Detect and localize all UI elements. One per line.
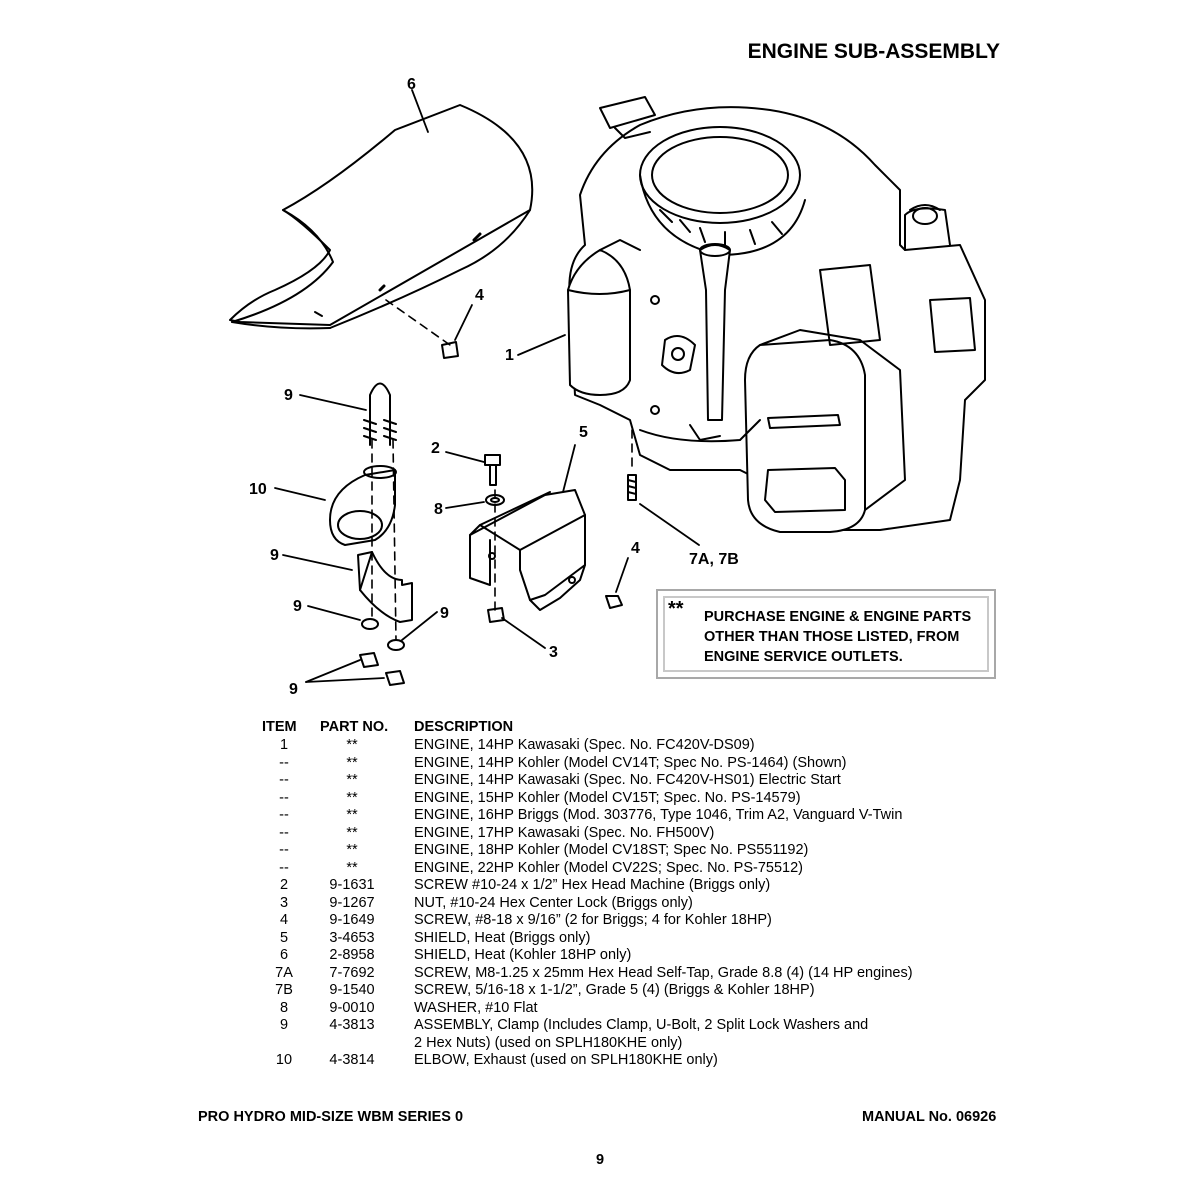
callout-5: 5 [579,424,588,441]
assembly-lines [371,299,633,641]
note-line: ENGINE SERVICE OUTLETS. [704,649,903,665]
part-no-cell: ** [346,842,358,858]
part-no-cell: ** [346,754,358,771]
callout-labels: 6 4 1 9 2 5 10 8 9 4 7A, 7B 9 9 3 9 [249,76,739,698]
callout-9a: 9 [284,387,293,404]
header-description: DESCRIPTION [414,719,514,735]
callout-9e: 9 [289,681,298,698]
description-cell: SCREW #10-24 x 1/2” Hex Head Machine (Br… [414,877,771,893]
item-cell: 4 [279,912,289,928]
description-cell: ENGINE, 15HP Kohler (Model CV15T; Spec. … [414,789,801,806]
part-no-cell: 7-7692 [329,964,375,981]
note-line: PURCHASE ENGINE & ENGINE PARTS [704,609,972,625]
description-cell: SCREW, M8-1.25 x 25mm Hex Head Self-Tap,… [414,964,913,981]
description-cell: SHIELD, Heat (Briggs only) [414,929,591,946]
header-item: ITEM [262,719,297,735]
callout-3: 3 [549,644,558,661]
description-cell: ENGINE, 14HP Kohler (Model CV14T; Spec N… [414,754,847,771]
callout-7a-7b: 7A, 7B [689,551,739,568]
description-cell: SHIELD, Heat (Kohler 18HP only) [414,947,632,963]
item-cell: -- [279,859,289,876]
page-title: ENGINE SUB-ASSEMBLY [747,40,1000,63]
exploded-parts-diagram: 6 4 1 9 2 5 10 8 9 4 7A, 7B 9 9 3 9 [229,76,986,698]
part-no-cell: 3-4653 [329,929,375,946]
part-no-cell: 9-0010 [329,999,375,1016]
item-cell: 2 [279,877,289,893]
footer-manual-number: MANUAL No. 06926 [862,1109,997,1125]
item-cell: -- [279,754,289,771]
description-cell: ASSEMBLY, Clamp (Includes Clamp, U-Bolt,… [414,1017,869,1033]
description-cell: ENGINE, 17HP Kawasaki (Spec. No. FH500V) [414,824,715,841]
clamp-part-9 [357,551,413,623]
description-cell: ELBOW, Exhaust (used on SPLH180KHE only) [414,1052,718,1068]
item-cell: 7B [275,982,293,998]
description-cell: ENGINE, 14HP Kawasaki (Spec. No. FC420V-… [414,772,841,788]
part-no-cell: ** [346,859,358,876]
item-cell: -- [279,807,289,823]
part-no-cell: 9-1649 [329,912,375,928]
description-cell: WASHER, #10 Flat [414,999,538,1016]
part-no-cell: ** [346,789,358,806]
item-cell: -- [279,824,289,841]
item-cell: 10 [275,1052,293,1068]
part-no-cell: 2-8958 [329,947,375,963]
description-cell: SCREW, #8-18 x 9/16” (2 for Briggs; 4 fo… [414,912,772,928]
callout-6: 6 [407,76,416,93]
callout-10: 10 [249,481,267,498]
item-cell: 8 [279,999,289,1016]
note-marker: ** [668,598,684,620]
header-part-no: PART NO. [320,719,389,735]
item-cell: -- [279,789,289,806]
description-cell: 2 Hex Nuts) (used on SPLH180KHE only) [414,1034,683,1051]
engine-part-1 [567,96,986,533]
description-cell: NUT, #10-24 Hex Center Lock (Briggs only… [414,894,693,911]
note-line: OTHER THAN THOSE LISTED, FROM [704,629,960,645]
footer-series-title: PRO HYDRO MID-SIZE WBM SERIES 0 [198,1109,464,1125]
u-bolt-part-9 [363,382,397,446]
part-no-cell: ** [346,772,358,788]
page-number: 9 [595,1152,605,1168]
part-no-cell: ** [346,807,358,823]
callout-8: 8 [434,501,443,518]
leader-lines [274,89,700,683]
part-no-cell: ** [346,824,358,841]
callout-1: 1 [505,347,514,364]
item-cell: 9 [279,1017,289,1033]
callout-9d: 9 [440,605,449,622]
callout-9b: 9 [270,547,279,564]
item-cell: 1 [279,737,289,753]
part-no-cell: 9-1631 [329,877,375,893]
part-no-cell: 9-1267 [329,894,375,911]
part-no-cell: ** [346,737,358,753]
callout-9c: 9 [293,598,302,615]
part-no-cell: 4-3814 [329,1052,375,1068]
item-cell: -- [279,772,289,788]
description-cell: SCREW, 5/16-18 x 1-1/2”, Grade 5 (4) (Br… [414,982,815,998]
heat-shield-part-6 [229,104,534,330]
item-cell: 7A [275,964,293,981]
callout-4a: 4 [475,287,484,304]
description-cell: ENGINE, 14HP Kawasaki (Spec. No. FC420V-… [414,737,755,753]
description-cell: ENGINE, 18HP Kohler (Model CV18ST; Spec … [414,842,809,858]
part-no-cell: 9-1540 [329,982,375,998]
heat-shield-part-5 [469,489,586,611]
callout-4b: 4 [631,540,640,557]
item-cell: 5 [279,929,289,946]
description-cell: ENGINE, 22HP Kohler (Model CV22S; Spec. … [414,859,804,876]
engine-parts-note-box [656,589,996,679]
item-cell: -- [279,842,289,858]
exhaust-elbow-part-10 [329,465,397,546]
item-cell: 3 [279,894,289,911]
description-cell: ENGINE, 16HP Briggs (Mod. 303776, Type 1… [414,807,903,823]
part-no-cell: 4-3813 [329,1017,375,1033]
item-cell: 6 [279,947,289,963]
note-text: PURCHASE ENGINE & ENGINE PARTS OTHER THA… [704,607,971,667]
callout-2: 2 [431,440,440,457]
